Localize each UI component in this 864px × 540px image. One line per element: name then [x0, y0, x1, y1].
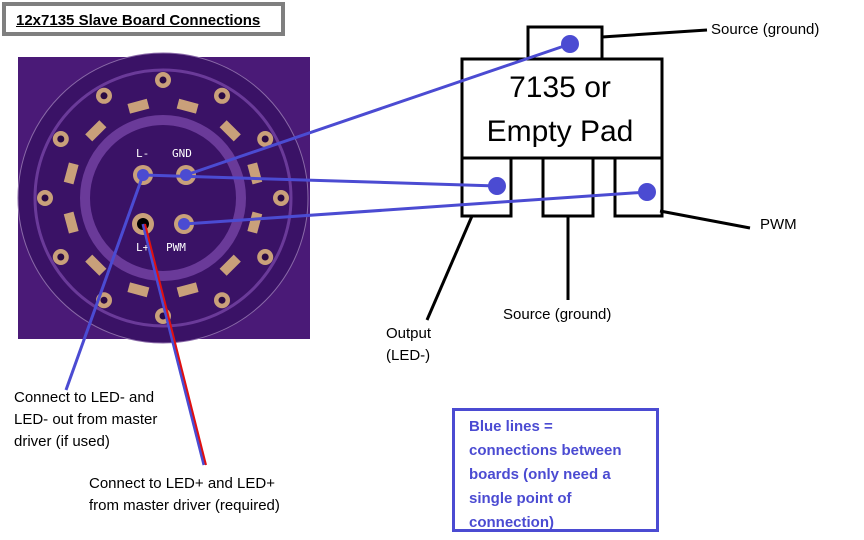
leader-output — [425, 215, 474, 321]
dot-output — [488, 177, 506, 195]
via-hole — [218, 296, 226, 304]
wire-lplus-blue — [141, 223, 206, 466]
label-output-line2: (LED-) — [386, 347, 431, 364]
diagram-title: 12x7135 Slave Board Connections — [16, 12, 261, 29]
dot-tab — [561, 35, 579, 53]
wire-lminus-to-label — [64, 174, 145, 391]
via-hole — [57, 253, 65, 261]
label-output-line1: Output — [386, 325, 432, 342]
label-source-bottom: Source (ground) — [503, 306, 612, 323]
via-hole — [218, 92, 226, 100]
silk-l-plus: L+ — [136, 241, 150, 254]
via-hole — [277, 194, 285, 202]
wire-lplus-red — [144, 223, 207, 466]
emitter-pad — [85, 120, 107, 142]
label-led-minus: Connect to LED- and LED- out from master… — [14, 387, 157, 453]
label-source-top: Source (ground) — [711, 21, 820, 38]
via-hole — [100, 296, 108, 304]
chip-pin-pwm — [613, 156, 664, 218]
silk-pwm: PWM — [166, 241, 186, 254]
emitter-pad — [176, 98, 199, 114]
pcb-ring — [33, 68, 293, 328]
dot-gnd — [180, 169, 192, 181]
emitter-pad — [219, 254, 241, 276]
leader-pwm — [659, 209, 751, 230]
note-line2: connections between — [469, 442, 622, 459]
note-line5: connection) — [469, 514, 554, 531]
label-led-plus: Connect to LED+ and LED+ from master dri… — [89, 473, 280, 517]
dot-pwm — [638, 183, 656, 201]
emitter-pad — [63, 162, 79, 185]
wire-lminus-to-output — [142, 173, 498, 188]
emitter-pad — [219, 120, 241, 142]
leader-lines — [425, 28, 751, 321]
silk-gnd: GND — [172, 147, 192, 160]
silk-l-minus: L- — [136, 147, 149, 160]
blue-wires — [64, 42, 648, 466]
title-box: 12x7135 Slave Board Connections — [2, 2, 285, 36]
label-led-plus-line1: Connect to LED+ and LED+ — [89, 475, 275, 492]
note-text: Blue lines = connections between boards … — [469, 415, 654, 535]
via-hole — [159, 76, 167, 84]
label-led-plus-line2: from master driver (required) — [89, 497, 280, 514]
via-hole — [41, 194, 49, 202]
note-box: Blue lines = connections between boards … — [452, 408, 659, 532]
wire-gnd-to-tab — [185, 42, 571, 177]
chip-label-line2: Empty Pad — [486, 115, 634, 148]
via-hole — [261, 253, 269, 261]
leader-source-top — [601, 28, 708, 39]
connection-dots — [137, 35, 656, 230]
chip-label-line1: 7135 or — [509, 71, 611, 104]
label-led-minus-line1: Connect to LED- and — [14, 389, 155, 406]
label-led-minus-line3: driver (if used) — [14, 433, 110, 450]
via-hole — [261, 135, 269, 143]
via-hole — [57, 135, 65, 143]
note-line3: boards (only need a — [469, 466, 611, 483]
note-line4: single point of — [469, 490, 572, 507]
emitter-pad — [127, 98, 150, 114]
pcb-disc — [17, 52, 309, 344]
dot-pwm-pad — [178, 218, 190, 230]
dot-l-minus — [137, 169, 149, 181]
pcb-pads — [63, 98, 263, 298]
label-output: Output (LED-) — [386, 323, 431, 367]
label-led-minus-line2: LED- out from master — [14, 411, 158, 428]
pcb-board: L- GND L+ PWM — [17, 52, 310, 344]
emitter-pad — [63, 211, 79, 234]
wire-pwm-to-pin — [183, 190, 648, 226]
emitter-pad — [247, 211, 263, 234]
emitter-pad — [85, 254, 107, 276]
via-hole — [100, 92, 108, 100]
chip-pin-source — [541, 156, 595, 218]
label-pwm: PWM — [760, 216, 797, 233]
note-line1: Blue lines = — [469, 418, 553, 435]
pcb-inner-trace — [80, 115, 246, 281]
